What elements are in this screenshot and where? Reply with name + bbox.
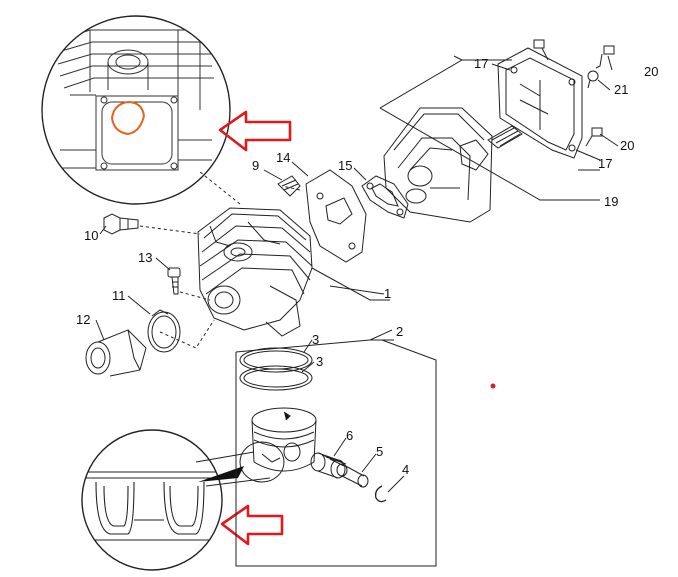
callout-5: 5 [376,444,383,459]
detail-view-cylinder-port [41,15,231,205]
piston-rings [239,347,313,391]
callout-14: 14 [276,150,290,165]
callout-4: 4 [402,462,409,477]
callout-labels: 1 2 3 3 4 5 6 9 10 11 12 13 14 15 17 17 … [76,56,658,477]
muffler-body [383,107,493,223]
piston-pin [336,463,369,488]
circlip [374,485,387,503]
callout-12: 12 [76,312,90,327]
red-arrow-top [218,110,292,152]
spark-plug-cap [277,175,301,197]
needle-bearing [310,452,347,479]
callout-17a: 17 [474,56,488,71]
screw [167,267,181,295]
parts-drawing [85,39,619,567]
callout-6: 6 [346,428,353,443]
callout-15: 15 [338,158,352,173]
callout-17b: 17 [598,156,612,171]
leader-lines [95,55,619,493]
callout-20b: 20 [620,138,634,153]
red-dot-marker [490,383,496,389]
callout-20a: 20 [644,64,658,79]
piston [251,407,317,472]
callout-21: 21 [614,82,628,97]
callout-9: 9 [252,158,259,173]
callout-13: 13 [138,250,152,265]
muffler-cover [487,47,583,159]
cylinder [197,207,313,337]
hose-clamp [147,309,181,353]
callout-2: 2 [396,324,403,339]
bolts-20-21 [533,39,615,147]
callout-11: 11 [112,288,126,303]
callout-3b: 3 [316,354,323,369]
callout-19: 19 [604,194,618,209]
red-arrow-bottom [220,504,284,546]
callout-10: 10 [84,228,98,243]
callout-3a: 3 [312,332,319,347]
detail-view-piston-skirt [81,429,223,571]
detail-pointer-lines [195,441,285,487]
heat-shield [305,169,367,263]
callout-1: 1 [384,286,391,301]
muffler-gasket [361,175,409,219]
pointer-wedge [198,466,244,482]
spark-plug [103,213,139,235]
highlighted-port-outline [110,100,146,136]
intake-manifold [85,329,147,377]
